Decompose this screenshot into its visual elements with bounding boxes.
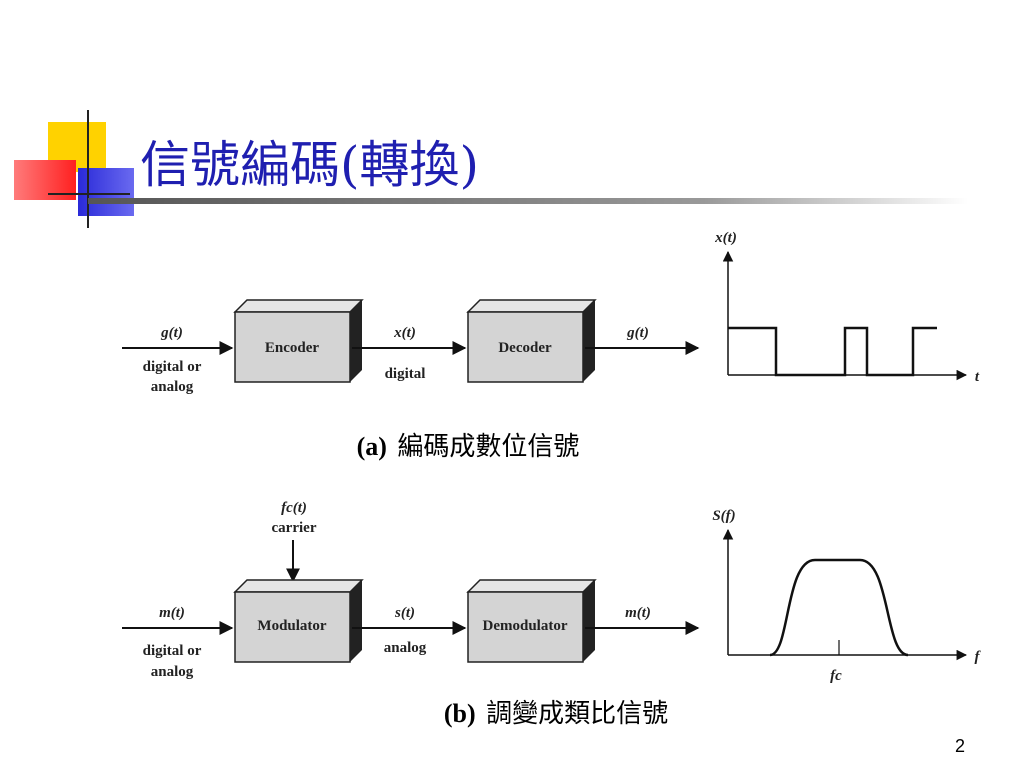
caption-b-prefix: (b) xyxy=(444,699,476,728)
caption-a-prefix: (a) xyxy=(357,432,387,461)
input-desc-a-2: analog xyxy=(151,379,194,395)
modulator-box: Modulator xyxy=(233,579,364,663)
caption-a: (a) 編碼成數位信號 xyxy=(357,432,580,462)
encoder-box: Encoder xyxy=(233,299,364,383)
mid-desc-a: digital xyxy=(385,366,426,382)
output-label-b: m(t) xyxy=(625,605,651,621)
plot-a-ylabel: x(t) xyxy=(714,230,737,246)
square-wave xyxy=(728,326,937,377)
modulator-label: Modulator xyxy=(257,618,327,634)
plot-b-ylabel: S(f) xyxy=(712,508,735,524)
input-desc-b-1: digital or xyxy=(143,643,202,659)
caption-b-text: 調變成類比信號 xyxy=(486,699,668,729)
spectrum-plot: S(f) f fc xyxy=(712,508,981,684)
carrier-desc: carrier xyxy=(272,520,317,536)
caption-b: (b) 調變成類比信號 xyxy=(444,699,668,729)
plot-a-xlabel: t xyxy=(975,369,980,385)
digital-signal-plot: x(t) t xyxy=(714,230,980,385)
decoder-label: Decoder xyxy=(498,340,552,356)
input-label-b: m(t) xyxy=(159,605,185,621)
input-desc-b-2: analog xyxy=(151,664,194,680)
mid-label-a: x(t) xyxy=(393,325,416,341)
decoder-box: Decoder xyxy=(466,299,597,383)
mid-desc-b: analog xyxy=(384,640,427,656)
caption-a-text: 編碼成數位信號 xyxy=(397,432,579,462)
plot-b-tick-label: fc xyxy=(830,668,842,684)
mid-label-b: s(t) xyxy=(394,605,415,621)
logo-blue-square xyxy=(78,168,134,216)
output-label-a: g(t) xyxy=(626,325,649,341)
diagram-b: fc(t) carrier m(t) digital or analog Mod… xyxy=(122,500,982,729)
carrier-label: fc(t) xyxy=(281,500,307,516)
title-rule xyxy=(88,198,968,204)
bandpass-curve xyxy=(769,558,909,657)
demodulator-label: Demodulator xyxy=(483,618,568,634)
page-number: 2 xyxy=(955,736,965,756)
demodulator-box: Demodulator xyxy=(466,579,597,663)
encoder-label: Encoder xyxy=(265,340,320,356)
diagram-a: g(t) digital or analog Encoder x(t) digi… xyxy=(122,230,980,462)
input-label-a: g(t) xyxy=(160,325,183,341)
plot-b-xlabel: f xyxy=(975,649,982,665)
input-desc-a-1: digital or xyxy=(143,359,202,375)
logo-decoration xyxy=(14,110,134,228)
page-title: 信號編碼(轉換) xyxy=(140,136,479,194)
